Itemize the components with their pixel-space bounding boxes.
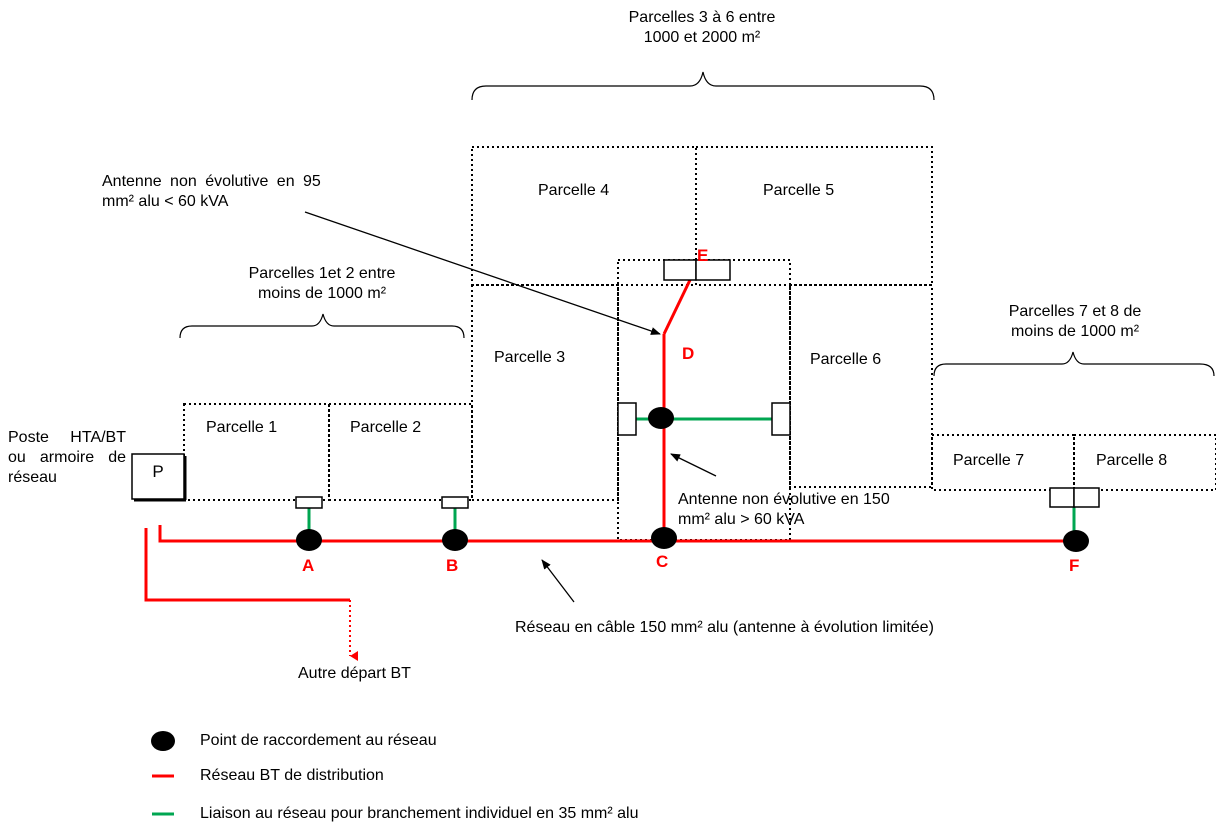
node-a-label: A bbox=[302, 556, 315, 575]
box-parcel-6 bbox=[771, 402, 791, 436]
antenna-95-label: Antenne non évolutive en 95 mm² alu < 60… bbox=[102, 172, 321, 212]
legend-red-line-label: Réseau BT de distribution bbox=[200, 767, 384, 784]
box-parcel-8 bbox=[1073, 487, 1100, 508]
parcel-3-boundary bbox=[471, 284, 619, 501]
box-parcel-2 bbox=[441, 496, 469, 509]
legend-point-label: Point de raccordement au réseau bbox=[200, 732, 437, 749]
parcel-7-label: Parcelle 7 bbox=[953, 452, 1025, 469]
top-group-label: Parcelles 3 à 6 entre 1000 et 2000 m² bbox=[582, 8, 822, 48]
network-cable-label: Réseau en câble 150 mm² alu (antenne à é… bbox=[515, 619, 934, 636]
arrow-network-cable bbox=[541, 559, 575, 603]
other-departure-line bbox=[144, 528, 350, 602]
group-7-8-line-1: Parcelles 7 et 8 de bbox=[1008, 303, 1142, 320]
node-f-label: F bbox=[1069, 556, 1080, 575]
connection-points bbox=[296, 407, 1089, 552]
post-label-line-1: Poste HTA/BT bbox=[8, 429, 126, 446]
legend-green-line-label: Liaison au réseau pour branchement indiv… bbox=[200, 805, 639, 822]
parcel-5-boundary bbox=[695, 146, 933, 286]
box-parcel-5 bbox=[695, 259, 731, 281]
antenna-150-line-1: Antenne non évolutive en 150 bbox=[678, 491, 890, 508]
parcel-2-label: Parcelle 2 bbox=[350, 419, 422, 436]
box-parcel-7 bbox=[1049, 487, 1075, 508]
parcel-8-boundary bbox=[1073, 434, 1216, 491]
parcel-6-label: Parcelle 6 bbox=[810, 351, 882, 368]
legend-point-icon bbox=[151, 731, 175, 751]
node-junction-point bbox=[648, 407, 674, 429]
box-parcel-3 bbox=[617, 402, 637, 436]
parcel-8-label: Parcelle 8 bbox=[1096, 452, 1168, 469]
node-b-label: B bbox=[446, 556, 459, 575]
group-1-2-label: Parcelles 1et 2 entre moins de 1000 m² bbox=[206, 264, 438, 304]
brace-parcels-1-2 bbox=[179, 313, 465, 339]
parcel-3-label: Parcelle 3 bbox=[494, 349, 566, 366]
other-departure-label: Autre départ BT bbox=[298, 665, 411, 682]
antenna-150-line-2: mm² alu > 60 kVA bbox=[678, 511, 805, 528]
parcel-1-label: Parcelle 1 bbox=[206, 419, 278, 436]
group-1-2-line-1: Parcelles 1et 2 entre bbox=[248, 265, 396, 282]
arrow-antenna-95 bbox=[304, 211, 661, 335]
group-7-8-line-2: moins de 1000 m² bbox=[1010, 323, 1140, 340]
box-parcel-4 bbox=[663, 259, 697, 281]
top-group-line-2: 1000 et 2000 m² bbox=[643, 29, 761, 46]
parcel-boundaries bbox=[183, 146, 1216, 541]
top-group-line-1: Parcelles 3 à 6 entre bbox=[628, 9, 776, 26]
post-label-line-2: ou armoire de bbox=[8, 449, 126, 466]
antenna-150-label: Antenne non évolutive en 150 mm² alu > 6… bbox=[678, 490, 890, 530]
brace-parcels-7-8 bbox=[933, 351, 1215, 377]
node-f-point bbox=[1063, 530, 1089, 552]
parcel-4-boundary bbox=[471, 146, 697, 286]
box-parcel-1 bbox=[295, 496, 323, 509]
arrow-antenna-150 bbox=[670, 453, 717, 477]
brace-top bbox=[471, 71, 935, 101]
group-7-8-label: Parcelles 7 et 8 de moins de 1000 m² bbox=[962, 302, 1188, 342]
group-1-2-line-2: moins de 1000 m² bbox=[257, 285, 387, 302]
antenna-95-line-1: Antenne non évolutive en 95 bbox=[102, 173, 321, 190]
distribution-network bbox=[144, 279, 1076, 661]
node-c-point bbox=[651, 527, 677, 549]
connection-boxes bbox=[295, 259, 1100, 509]
parcel-4-label: Parcelle 4 bbox=[538, 182, 610, 199]
main-network-line bbox=[158, 525, 1076, 543]
post-symbol: P bbox=[152, 462, 164, 481]
node-d-label: D bbox=[682, 344, 695, 363]
post-box bbox=[131, 453, 185, 500]
post-label-line-3: réseau bbox=[8, 469, 57, 486]
node-c-label: C bbox=[656, 552, 669, 571]
pointer-arrows bbox=[304, 211, 717, 603]
node-e-label: E bbox=[697, 246, 709, 265]
parcel-5-label: Parcelle 5 bbox=[763, 182, 835, 199]
node-b-point bbox=[442, 529, 468, 551]
node-a-point bbox=[296, 529, 322, 551]
antenna-95-line bbox=[662, 279, 692, 335]
post-label: Poste HTA/BT ou armoire de réseau bbox=[8, 428, 126, 488]
parcel-6-boundary bbox=[789, 284, 933, 488]
parcel-7-boundary bbox=[931, 434, 1075, 491]
antenna-95-line-2: mm² alu < 60 kVA bbox=[102, 193, 229, 210]
